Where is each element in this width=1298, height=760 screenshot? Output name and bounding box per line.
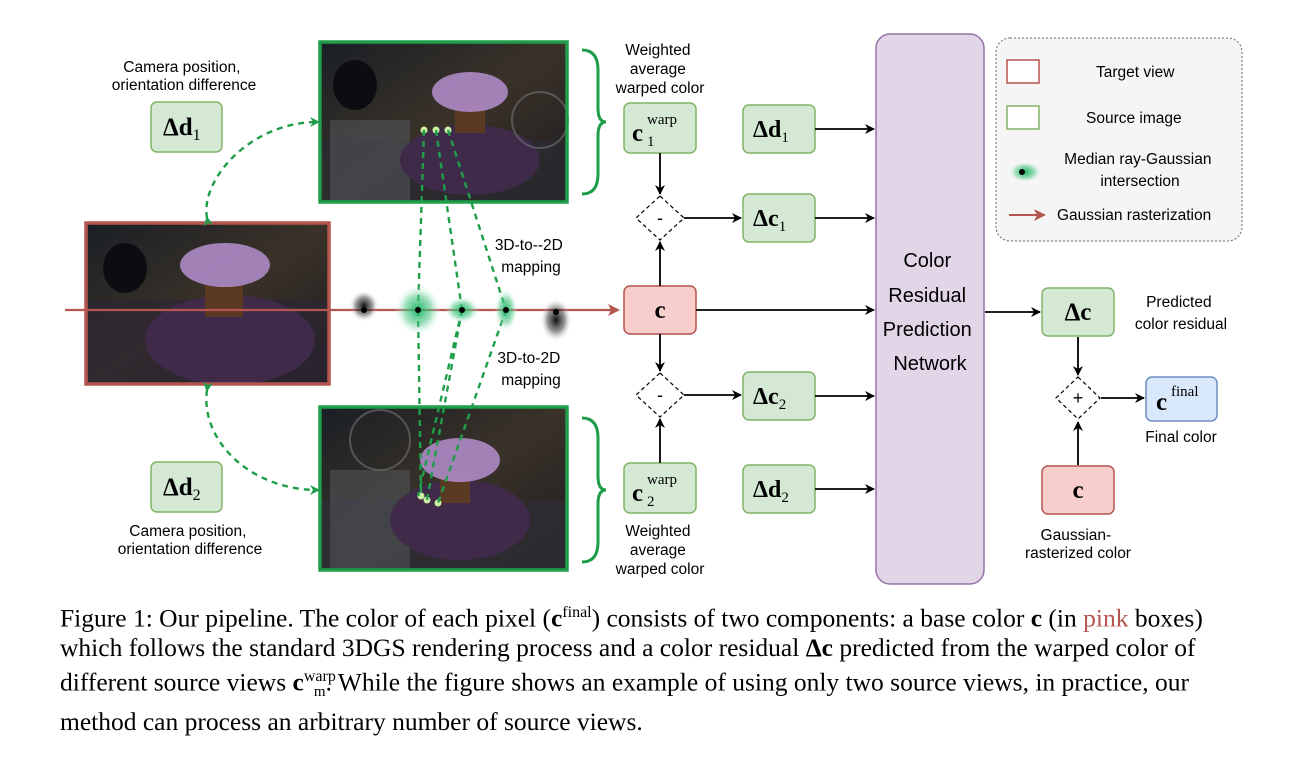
mapping-label-bottom: 3D-to-2D mapping (497, 350, 564, 389)
svg-text:Δd2: Δd2 (753, 477, 789, 506)
svg-text:final: final (1171, 384, 1199, 400)
ray-gaussians (349, 284, 572, 342)
camera-label-bottom: Camera position, orientation difference (118, 523, 262, 558)
svg-text:c: c (1156, 389, 1167, 416)
weighted-label-top: Weighted average warped color (615, 42, 705, 97)
legend-raster-label: Gaussian rasterization (1057, 207, 1211, 224)
base-color-box: c (623, 285, 697, 335)
delta-c2-box: Δc2 (742, 371, 816, 421)
svg-text:Δd1: Δd1 (753, 117, 789, 146)
svg-text:c: c (654, 297, 665, 324)
svg-text:warp: warp (647, 112, 677, 128)
legend: Target view Source image Median ray-Gaus… (995, 37, 1243, 242)
svg-text:Δd2: Δd2 (163, 474, 201, 504)
predicted-label: Predicted color residual (1135, 294, 1227, 333)
delta-d2-box: Δd2 (742, 464, 816, 514)
legend-source-label: Source image (1086, 110, 1182, 127)
minus-diamond-top: - (635, 195, 685, 241)
mapping-label-top: 3D-to--2D mapping (495, 237, 567, 276)
delta-c1-box: Δc1 (742, 193, 816, 243)
svg-text:Δc: Δc (1065, 299, 1092, 326)
legend-median-label: Median ray-Gaussian intersection (1064, 151, 1216, 190)
pink-word: pink (1083, 603, 1129, 633)
brace-bottom (581, 416, 607, 564)
gaussian-black-1 (349, 290, 379, 322)
svg-text:c: c (1072, 477, 1083, 504)
final-color-box: c final (1145, 376, 1218, 422)
pipeline-diagram: Camera position, orientation difference … (65, 33, 1243, 585)
camera-label-top: Camera position, orientation difference (112, 59, 256, 94)
c1-warp-box: c warp 1 (623, 102, 697, 154)
color-residual-network: Color Residual Prediction Network (875, 33, 985, 585)
plus-diamond: + (1055, 376, 1101, 420)
gaussian-color-box: c (1041, 465, 1115, 515)
svg-text:-: - (657, 385, 663, 405)
svg-text:1: 1 (647, 134, 655, 150)
final-label: Final color (1145, 429, 1217, 446)
svg-text:c: c (632, 480, 643, 507)
svg-text:Δc1: Δc1 (753, 206, 786, 235)
svg-text:-: - (657, 208, 663, 228)
horizontal-arrows (684, 124, 1145, 494)
svg-text:Δd1: Δd1 (163, 114, 201, 144)
target-view-image (84, 221, 331, 386)
legend-target-swatch (1006, 59, 1040, 84)
gaussian-black-2 (540, 298, 572, 342)
legend-source-swatch (1006, 105, 1040, 130)
delta-c-output-box: Δc (1041, 287, 1115, 337)
mapping-lines (203, 117, 508, 504)
svg-text:Δc2: Δc2 (753, 384, 786, 413)
delta-d2-box-left: Δd2 (150, 461, 223, 513)
weighted-label-bottom: Weighted average warped color (615, 523, 705, 578)
svg-text:+: + (1073, 388, 1084, 408)
delta-d1-box: Δd1 (742, 104, 816, 154)
brace-top (581, 48, 607, 196)
svg-text:warp: warp (647, 472, 677, 488)
c2-warp-box: c warp 2 (623, 462, 697, 514)
source-image-top (318, 40, 569, 204)
figure-caption: Figure 1: Our pipeline. The color of eac… (60, 603, 1203, 737)
delta-d1-box-left: Δd1 (150, 101, 223, 153)
legend-target-label: Target view (1096, 64, 1175, 81)
svg-text:c: c (632, 120, 643, 147)
minus-diamond-bottom: - (635, 372, 685, 418)
svg-text:Color Residual Pre: Color Residual Prediction Network (883, 250, 978, 375)
svg-text:2: 2 (647, 494, 655, 510)
gaussian-label: Gaussian- rasterized color (1025, 527, 1131, 562)
